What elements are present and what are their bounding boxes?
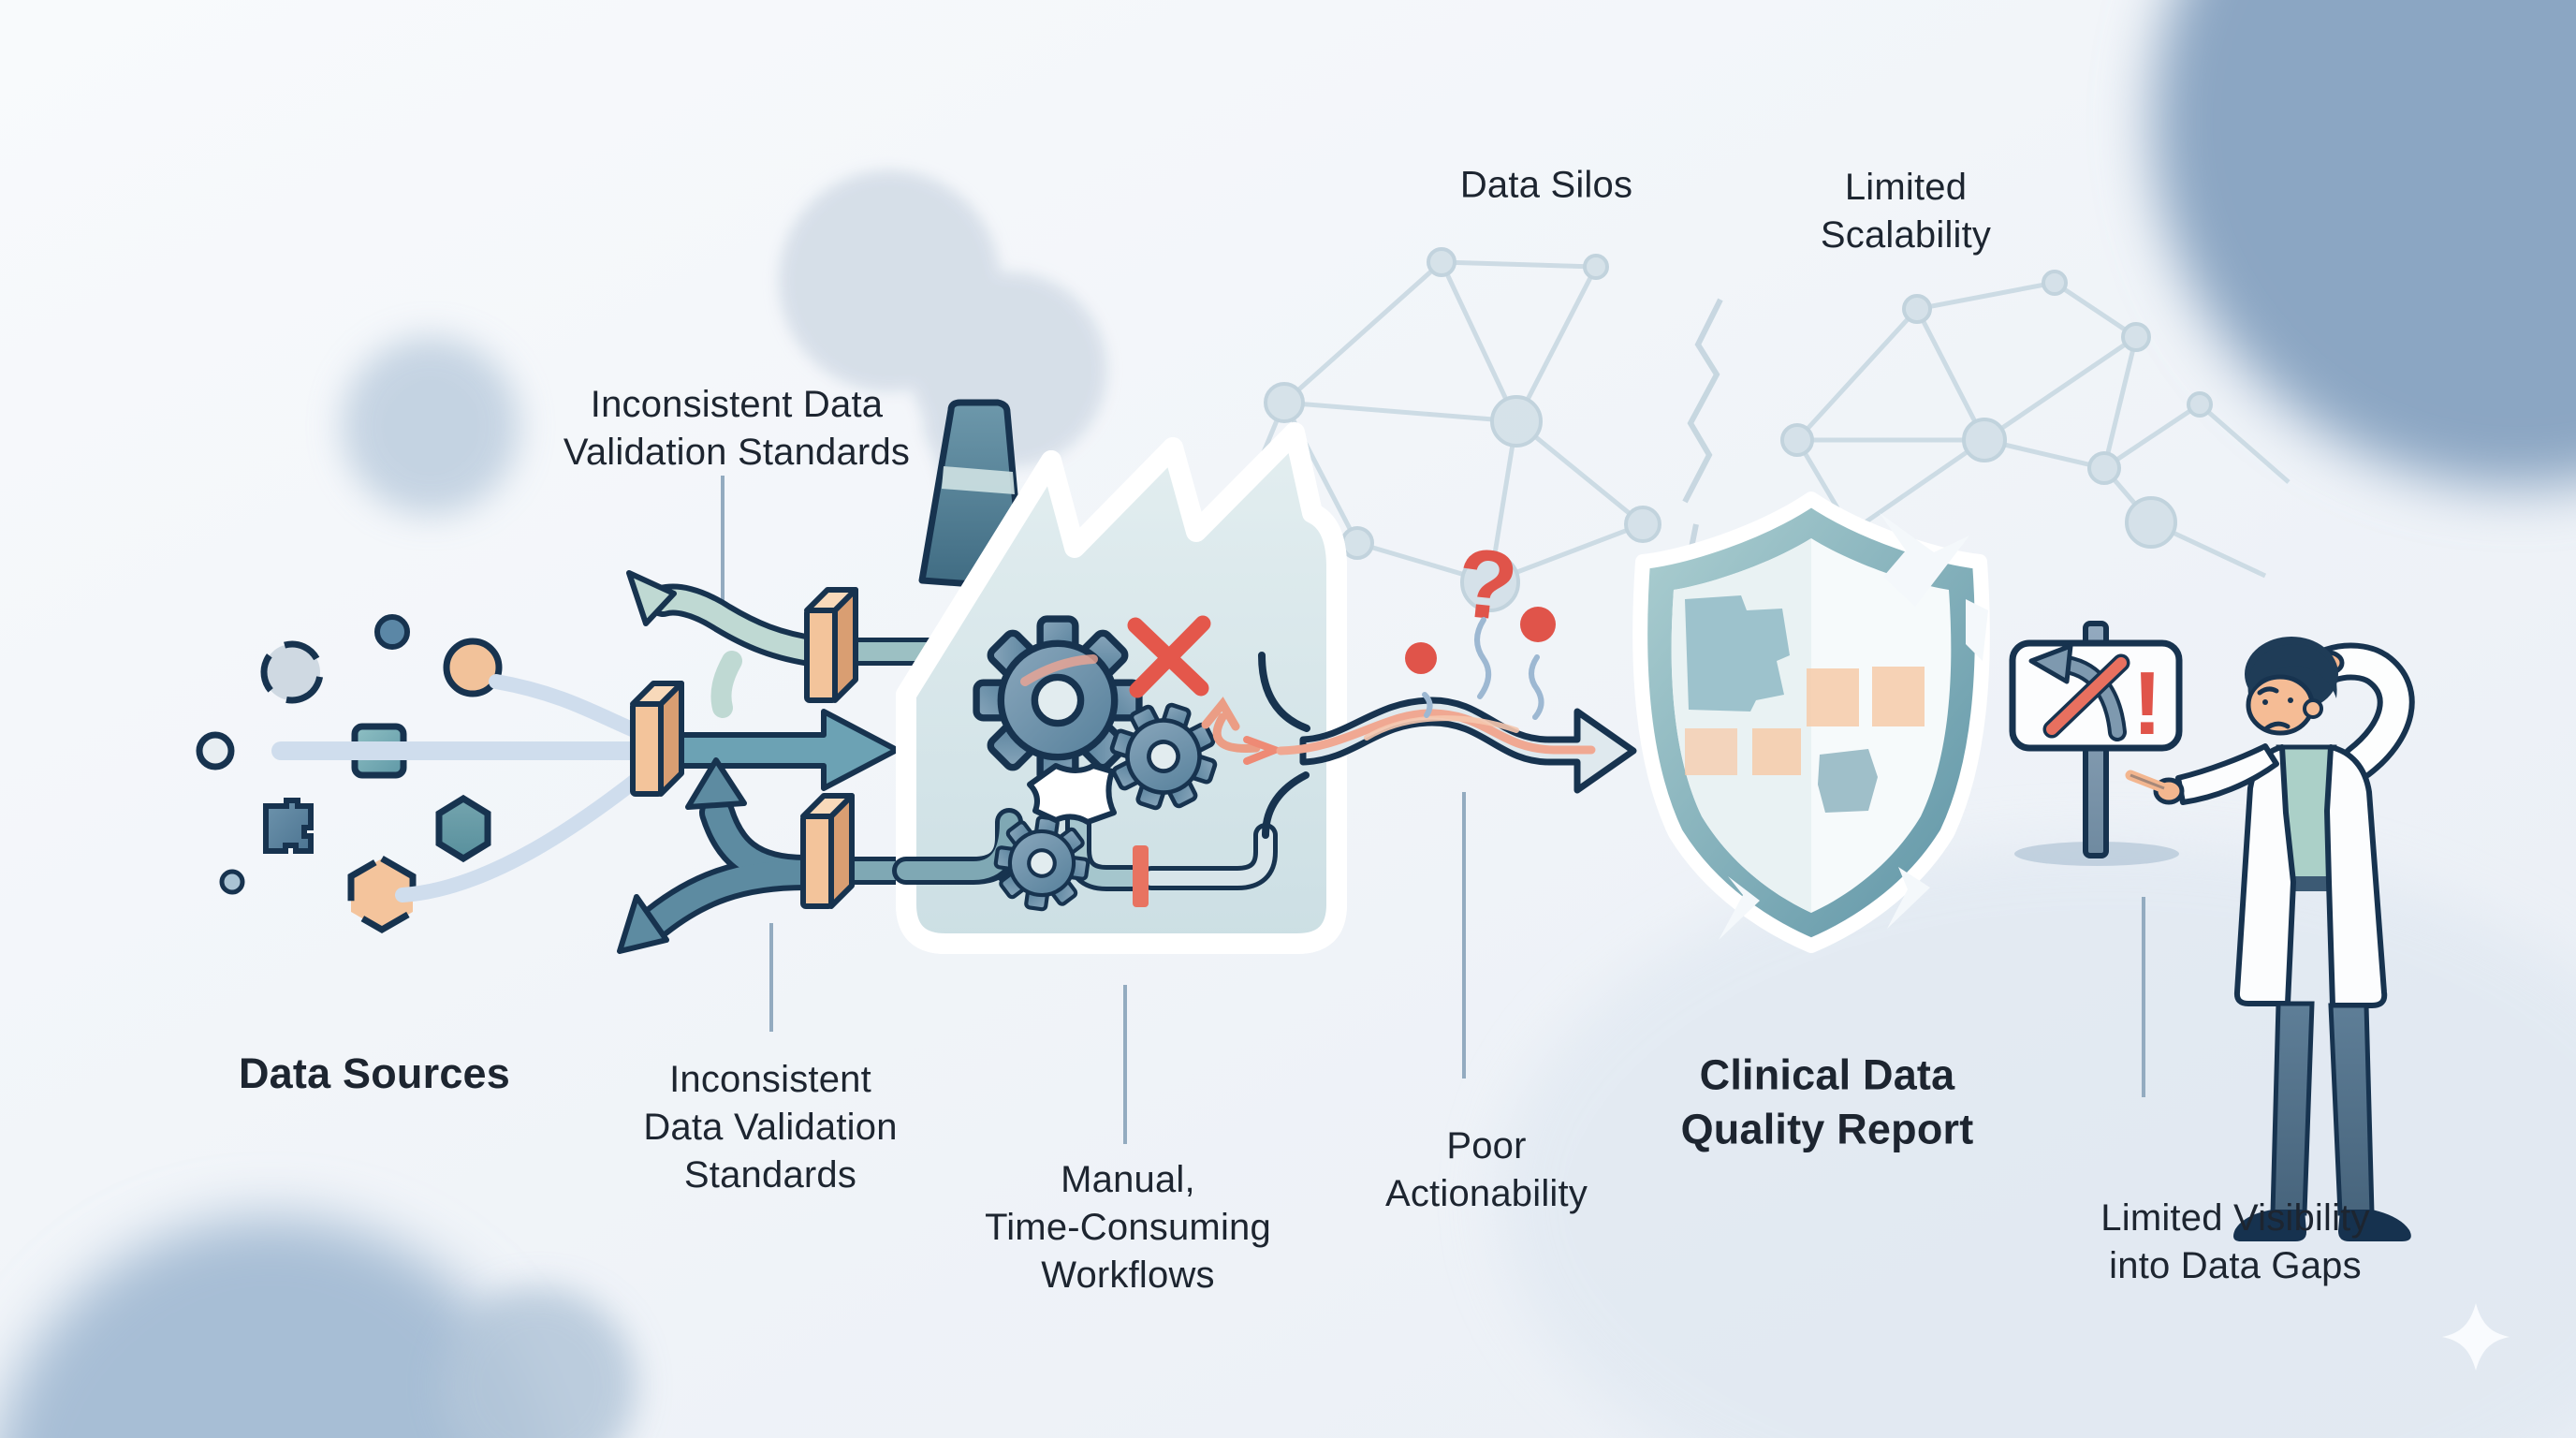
deflected-arrow-top bbox=[626, 570, 832, 718]
clinical-report-label: Clinical Data Quality Report bbox=[1680, 1050, 1974, 1152]
poor-actionability-label: Poor Actionability bbox=[1384, 1124, 1588, 1214]
inconsistent-validation-top-label: Inconsistent Data Validation Standards bbox=[563, 383, 911, 473]
manual-workflows-label: Manual, Time-Consuming Workflows bbox=[985, 1159, 1271, 1297]
warning-icon: ! bbox=[2132, 653, 2162, 754]
sparkle-icon bbox=[2442, 1303, 2510, 1371]
steam-squiggles bbox=[1422, 617, 1544, 720]
pipe-blocker bbox=[1133, 845, 1149, 907]
salmon-flow-arrow bbox=[1201, 697, 1261, 753]
face-features bbox=[2257, 686, 2293, 732]
data-sources-label: Data Sources bbox=[238, 1049, 511, 1098]
dot-circle-icon bbox=[374, 614, 410, 650]
inconsistent-validation-bottom-label: Inconsistent Data Validation Standards bbox=[643, 1059, 898, 1196]
coat-right-panel bbox=[2324, 744, 2388, 1008]
straight-arrow-middle bbox=[664, 709, 900, 791]
factory-icon bbox=[892, 399, 1347, 954]
chimney-band bbox=[942, 466, 1015, 494]
broken-hexagon-icon bbox=[347, 854, 417, 934]
broken-circle-icon bbox=[260, 640, 324, 704]
data-silos-label: Data Silos bbox=[1459, 164, 1633, 206]
small-dot-icon bbox=[219, 869, 245, 895]
validation-gates bbox=[630, 587, 858, 909]
uncertainty-marks: ? bbox=[1405, 528, 1556, 720]
limited-scalability-label: Limited Scalability bbox=[1820, 166, 1992, 256]
smoke-icon bbox=[779, 170, 1106, 506]
leader-lines bbox=[721, 476, 2145, 1144]
no-direction-icon bbox=[2028, 643, 2130, 741]
right-shoe bbox=[2338, 1210, 2411, 1241]
left-leg bbox=[2270, 1001, 2315, 1216]
pointing-finger bbox=[2125, 770, 2170, 794]
shield-cracks bbox=[1719, 513, 1988, 940]
gate-icon bbox=[800, 793, 855, 909]
paper-flag-icon bbox=[1027, 763, 1117, 825]
data-source-shapes bbox=[196, 614, 503, 934]
split-arrow-bottom bbox=[617, 757, 823, 954]
salmon-streak bbox=[1276, 709, 1596, 756]
shield-patches bbox=[1685, 595, 1925, 813]
error-cross-icon bbox=[1127, 615, 1211, 698]
ear bbox=[2303, 698, 2323, 719]
signpost-icon: ! bbox=[2009, 621, 2183, 866]
torn-fragment bbox=[710, 651, 742, 718]
gate-icon bbox=[630, 681, 684, 797]
orange-circle-icon bbox=[443, 638, 503, 697]
network-cluster-right bbox=[1780, 270, 2291, 579]
broken-shield-icon bbox=[1632, 492, 1990, 953]
salmon-merge-chevron bbox=[1243, 736, 1286, 765]
scientist-icon bbox=[2125, 637, 2415, 1241]
puzzle-block-icon bbox=[263, 798, 314, 854]
salmon-accent bbox=[1020, 654, 1098, 686]
left-shoe bbox=[2233, 1210, 2306, 1241]
wavy-output-arrow bbox=[1243, 697, 1637, 794]
teal-hexagon-icon bbox=[435, 794, 491, 863]
gate-icon bbox=[804, 587, 858, 703]
question-icon: ? bbox=[1452, 528, 1522, 642]
hair-fringe bbox=[2247, 644, 2337, 698]
right-leg bbox=[2328, 1003, 2375, 1216]
ring-circle-icon bbox=[196, 731, 235, 770]
limited-visibility-label: Limited Visibility into Data Gaps bbox=[2100, 1196, 2370, 1286]
red-dot bbox=[1405, 642, 1437, 674]
red-dot bbox=[1520, 607, 1556, 642]
